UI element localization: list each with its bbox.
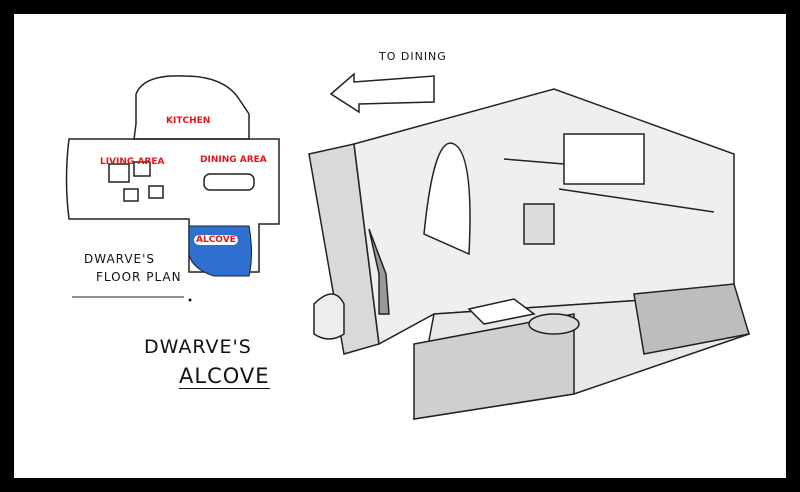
main-title-line2: ALCOVE (179, 364, 270, 389)
floor-plan-title-line1: DWARVE'S (84, 252, 156, 266)
room-label-alcove: ALCOVE (194, 235, 238, 245)
main-title-line1: DWARVE'S (144, 336, 252, 358)
room-label-living-area: LIVING AREA (100, 157, 165, 167)
room-label-dining-area: DINING AREA (200, 155, 267, 165)
sketch-canvas: TO DINING KITCHEN LIVING AREA DINING ARE… (14, 14, 786, 478)
to-dining-label: TO DINING (379, 50, 447, 63)
sketch-drawing (65, 72, 750, 420)
alcove-room-sketch (308, 88, 750, 420)
alcove-highlight (188, 225, 252, 277)
to-dining-arrow (329, 72, 435, 114)
floor-plan-title-line2: FLOOR PLAN (96, 270, 182, 284)
floor-plan (65, 75, 280, 273)
room-label-kitchen: KITCHEN (166, 116, 211, 126)
